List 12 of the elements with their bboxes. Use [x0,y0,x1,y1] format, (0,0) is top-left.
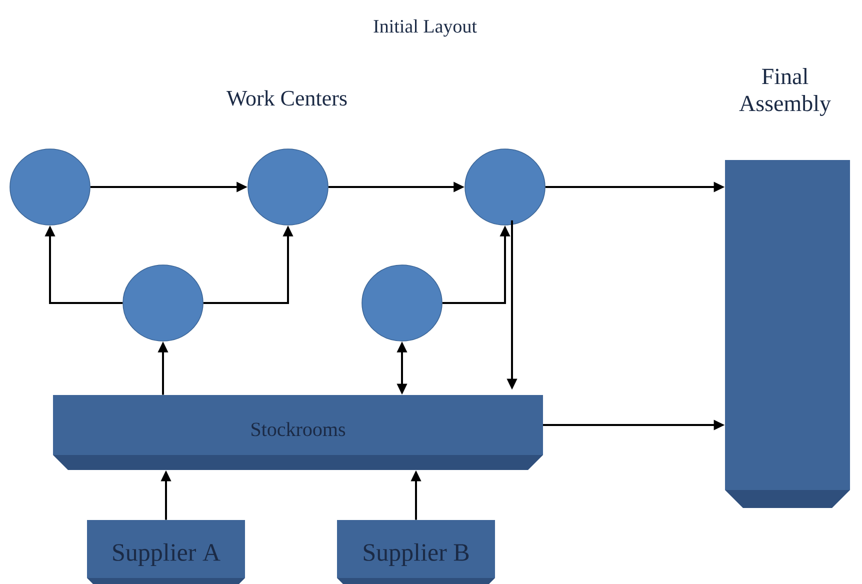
work-center-circle [464,148,546,226]
node-label: Final Assembly [739,68,831,116]
title: Initial Layout [374,19,477,37]
supplier-box: Supplier A [87,520,245,584]
work-center-circle [122,264,204,342]
work-center-circle [10,148,90,226]
work-center-circle [248,148,328,226]
final-assembly-box: Final Assembly [725,68,850,508]
supplier-box: Supplier B [337,520,495,584]
stockroom-box: Stockrooms [53,395,543,470]
group-label: Work Centers [226,90,347,106]
work-center-circle [362,264,442,342]
